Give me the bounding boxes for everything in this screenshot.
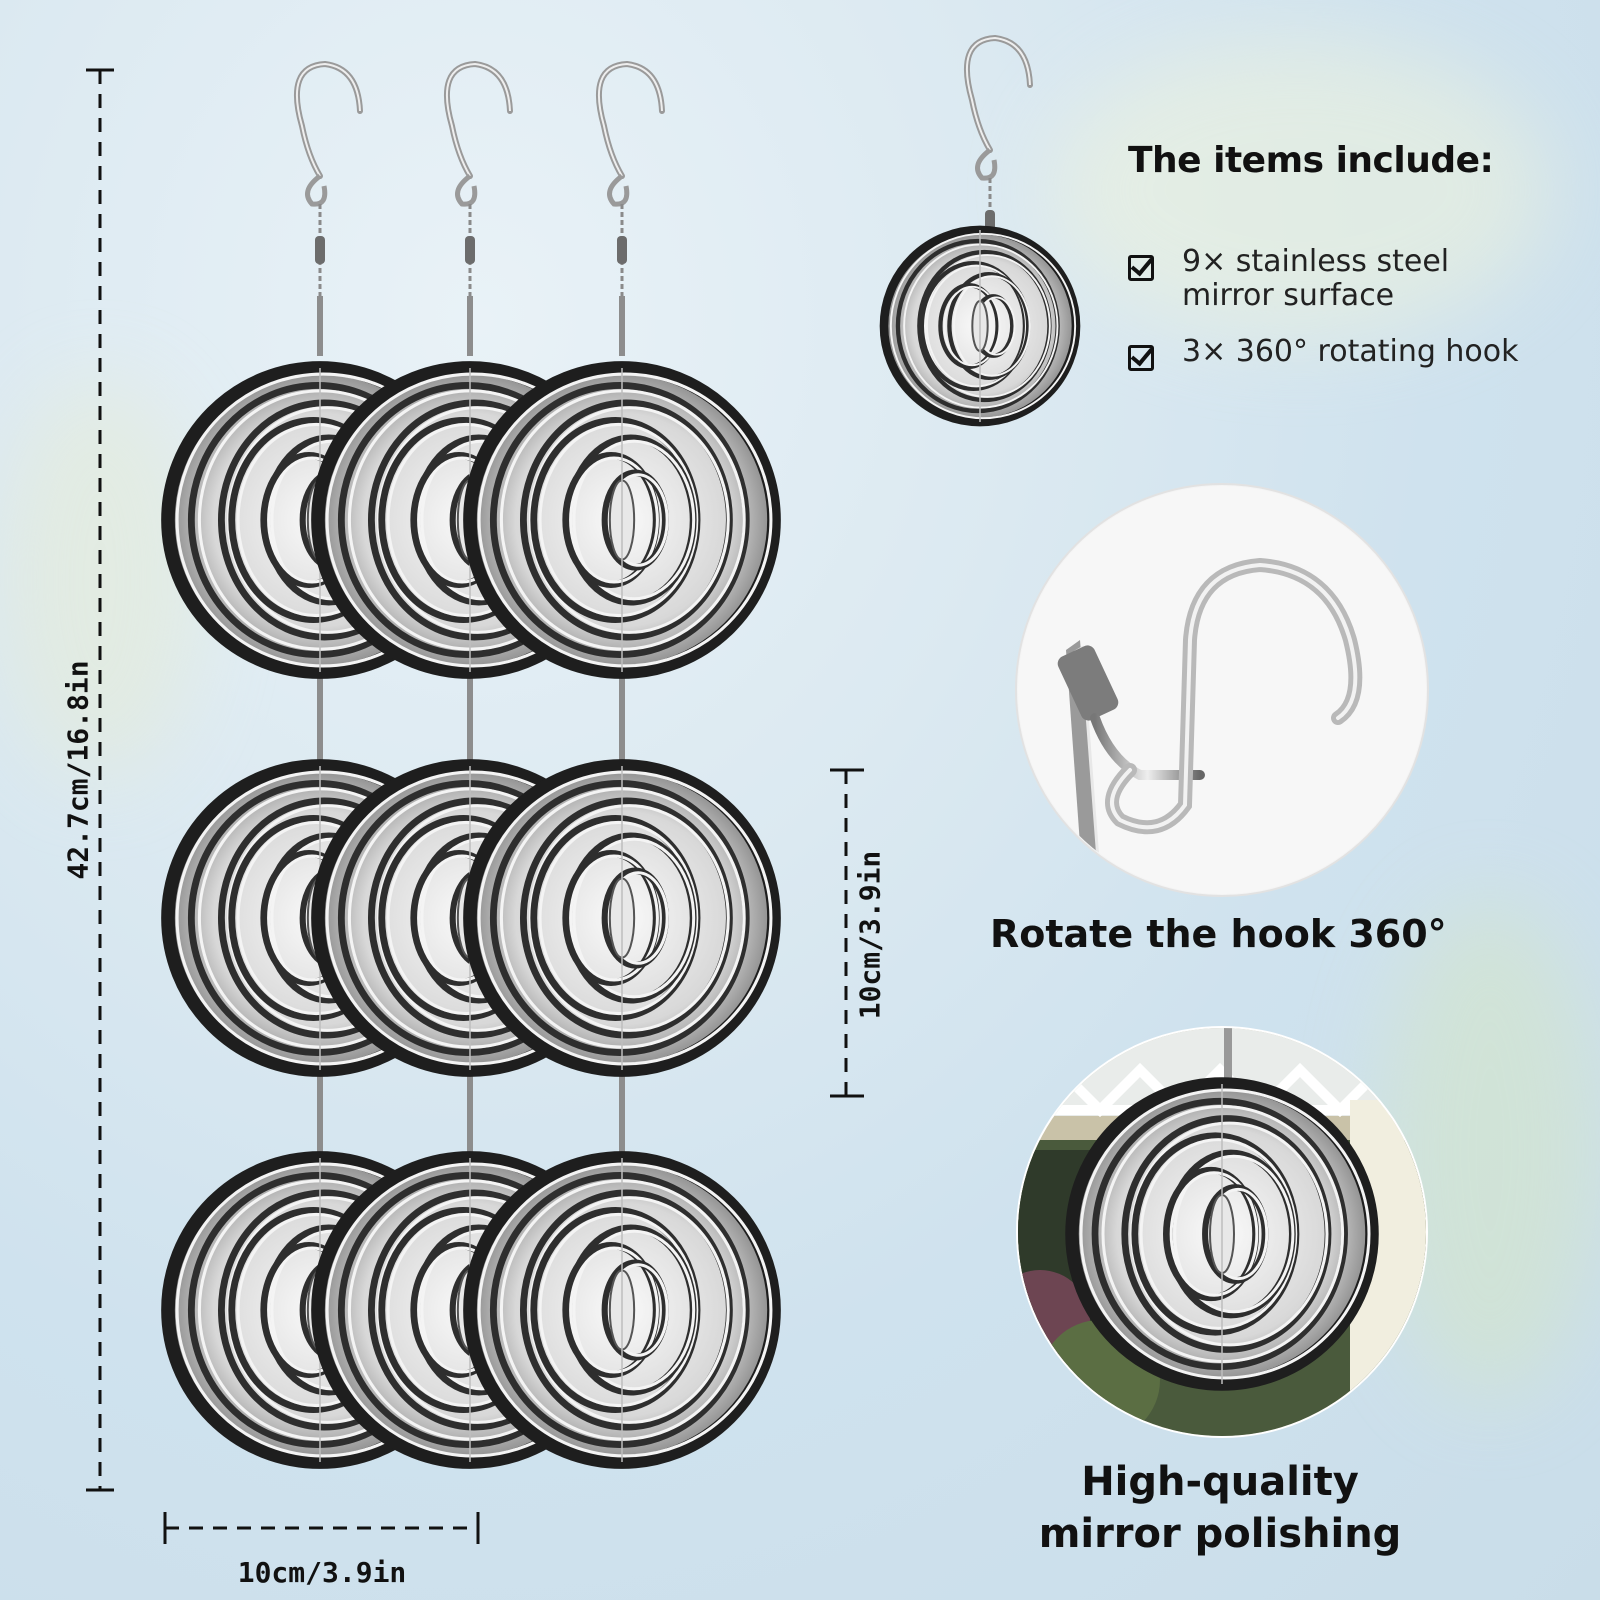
spinner-disc xyxy=(463,759,781,1077)
spinner-disc xyxy=(463,361,781,679)
item-label: 9× stainless steel mirror surface xyxy=(1182,244,1450,313)
spinner-height-dimension xyxy=(830,768,864,1098)
total-length-label: 42.7cm/16.8in xyxy=(61,660,95,880)
hook-closeup-photo xyxy=(1015,483,1429,897)
checkbox-icon xyxy=(1128,345,1154,371)
items-heading: The items include: xyxy=(1128,140,1494,181)
single-spinner-preview xyxy=(879,34,1081,427)
mirror-closeup-photo xyxy=(1016,1026,1428,1438)
rotate-hook-caption: Rotate the hook 360° xyxy=(990,912,1447,956)
spinner-disc xyxy=(879,225,1081,427)
spinner-disc xyxy=(463,1151,781,1469)
item-rotating-hook: 3× 360° rotating hook xyxy=(1128,335,1542,371)
hanging-hook-icon xyxy=(595,60,665,356)
item-stainless-mirror: 9× stainless steel mirror surface xyxy=(1128,245,1542,313)
spinner-strands xyxy=(161,60,781,1469)
hanging-hook-icon xyxy=(293,60,363,356)
checkbox-icon xyxy=(1128,255,1154,281)
spinner-height-label: 10cm/3.9in xyxy=(853,850,887,1020)
item-label: 3× 360° rotating hook xyxy=(1182,334,1519,369)
mirror-polishing-caption: High-quality mirror polishing xyxy=(1038,1459,1402,1557)
spinner-disc xyxy=(1065,1077,1379,1391)
total-length-dimension xyxy=(86,68,114,1492)
spinner-width-dimension xyxy=(163,1512,480,1544)
hanging-hook-icon xyxy=(443,60,513,356)
spinner-width-label: 10cm/3.9in xyxy=(237,1556,407,1589)
